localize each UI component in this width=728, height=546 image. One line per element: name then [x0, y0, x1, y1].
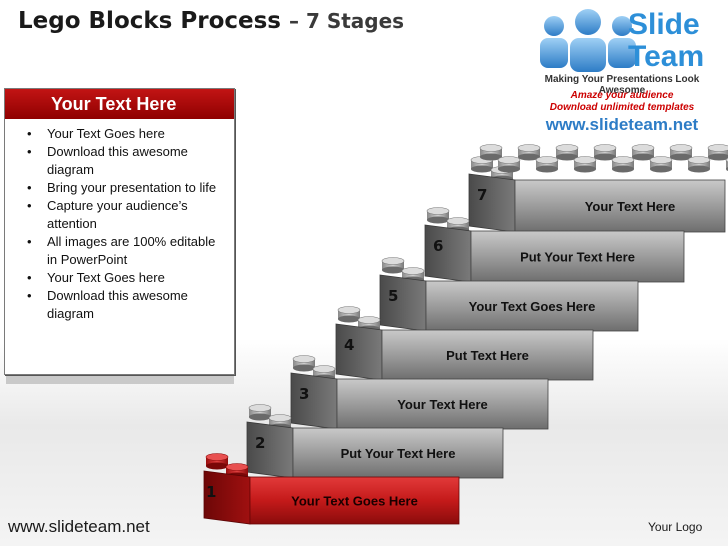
stage-label: Your Text Here — [397, 397, 488, 412]
lego-stud — [593, 144, 617, 161]
lego-stud — [611, 156, 635, 173]
logo-promo-1: Amaze your audience — [570, 90, 674, 101]
lego-stud — [248, 404, 272, 421]
text-panel-heading: Your Text Here — [5, 89, 234, 119]
lego-stud — [497, 156, 521, 173]
lego-stud — [631, 144, 655, 161]
stage-front-face — [425, 280, 639, 332]
logo-promo-2: Download unlimited templates — [549, 102, 695, 113]
stage-number: 4 — [344, 336, 354, 354]
stage-front-face — [336, 378, 549, 430]
lego-stud — [337, 306, 361, 323]
lego-stud — [292, 355, 316, 372]
stage-front-face — [249, 476, 460, 525]
stage-front-face — [514, 179, 726, 233]
bullet-item: Download this awesome diagram — [27, 287, 226, 323]
logo-tagline: Making Your Presentations Look Awesome — [544, 74, 700, 96]
stage-number: 6 — [433, 237, 443, 255]
stage-label: Your Text Here — [585, 199, 676, 214]
stage-side-face — [290, 372, 338, 430]
stage-label: Put Text Here — [446, 348, 529, 363]
lego-stud — [669, 144, 693, 161]
people-icon — [540, 9, 636, 72]
lego-stud — [707, 144, 728, 161]
title-subtitle: – 7 Stages — [289, 9, 405, 33]
stage-label: Your Text Goes Here — [291, 494, 418, 509]
lego-stud — [479, 144, 503, 161]
lego-stud — [555, 144, 579, 161]
lego-stud — [687, 156, 711, 173]
stage-front-face — [381, 329, 594, 381]
stage-number: 5 — [388, 287, 398, 305]
stage-side-face — [379, 274, 427, 332]
footer-url[interactable]: www.slideteam.net — [8, 517, 150, 536]
stage-front-face — [292, 427, 504, 479]
text-panel: Your Text Here Your Text Goes here Downl… — [4, 88, 235, 375]
stage-number: 1 — [206, 483, 216, 501]
stage-label: Put Your Text Here — [520, 250, 635, 265]
lego-stud — [535, 156, 559, 173]
stage-number: 3 — [299, 385, 309, 403]
logo-name-line2: Team — [628, 40, 705, 73]
lego-stud — [426, 207, 450, 224]
bullet-item: Download this awesome diagram — [27, 143, 226, 179]
slideteam-logo: Slide Team Making Your Presentations Loo… — [522, 4, 722, 136]
bullet-list: Your Text Goes here Download this awesom… — [5, 119, 234, 323]
bullet-item: Capture your audience’s attention — [27, 197, 226, 233]
bullet-item: All images are 100% editable in PowerPoi… — [27, 233, 226, 269]
bullet-item: Your Text Goes here — [27, 125, 226, 143]
stage-side-face — [424, 224, 472, 283]
stage-label: Your Text Goes Here — [469, 299, 596, 314]
stage-label: Put Your Text Here — [341, 446, 456, 461]
title-main: Lego Blocks Process — [18, 8, 281, 34]
lego-stud — [573, 156, 597, 173]
lego-stud — [517, 144, 541, 161]
stage-side-face — [246, 421, 294, 479]
stage-side-face — [335, 323, 383, 381]
slide-title: Lego Blocks Process – 7 Stages — [18, 8, 404, 34]
logo-url[interactable]: www.slideteam.net — [545, 115, 699, 134]
logo-name-line1: Slide — [628, 8, 700, 41]
stage-number: 7 — [477, 186, 487, 204]
bullet-item: Your Text Goes here — [27, 269, 226, 287]
stage-side-face — [468, 173, 516, 233]
stage-front-face — [470, 230, 685, 283]
lego-stud — [205, 453, 229, 470]
stage-number: 2 — [255, 434, 265, 452]
lego-stud — [649, 156, 673, 173]
lego-stud — [381, 257, 405, 274]
bullet-item: Bring your presentation to life — [27, 179, 226, 197]
footer-logo-placeholder: Your Logo — [648, 520, 703, 534]
